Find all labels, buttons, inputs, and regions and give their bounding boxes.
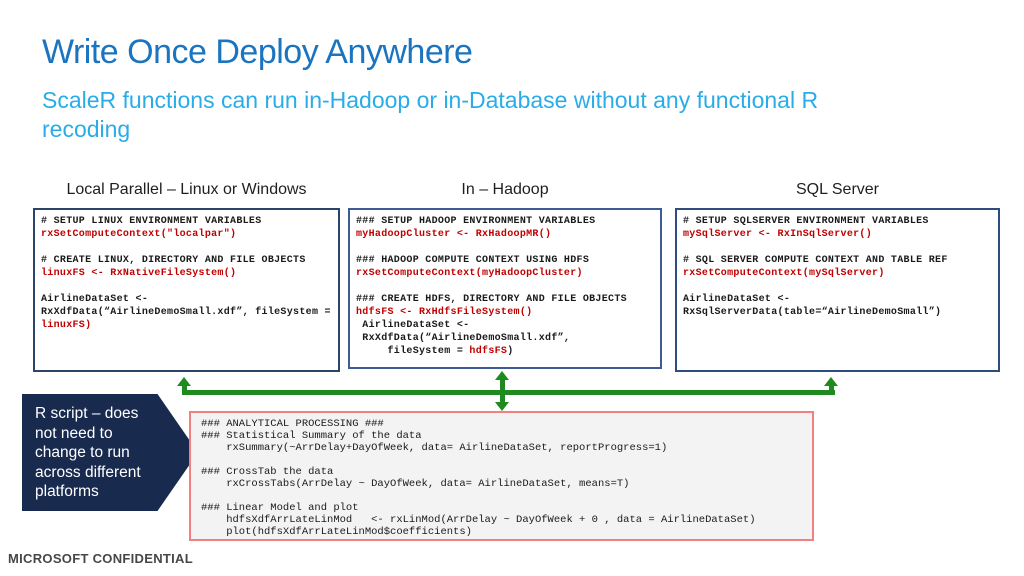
arrow-up-hadoop-icon [495,371,509,380]
code-line: rxCrossTabs(ArrDelay ~ DayOfWeek, data= … [201,478,630,490]
subtitle-line-2: recoding [42,116,131,142]
code-line: ### CREATE HDFS, DIRECTORY AND FILE OBJE… [356,294,627,305]
panel-label-sql-server: SQL Server [796,181,879,198]
page-title: Write Once Deploy Anywhere [42,33,473,71]
arrow-up-hadoop-shaft [500,379,505,391]
code-line [356,241,654,254]
code-panel-sql-server: # SETUP SQLSERVER ENVIRONMENT VARIABLES m… [675,208,1000,372]
code-panel-analytical-processing: ### ANALYTICAL PROCESSING ###### Statist… [189,411,814,541]
code-line: ### SETUP HADOOP ENVIRONMENT VARIABLES [356,216,596,227]
code-line: rxSetComputeContext("localpar") [41,229,237,240]
code-line: RxXdfData(“AirlineDemoSmall.xdf”, fileSy… [41,307,331,318]
code-line [201,490,802,502]
code-line: # SQL SERVER COMPUTE CONTEXT AND TABLE R… [683,255,948,266]
arrow-down-script-icon [495,402,509,411]
code-line: linuxFS) [41,320,92,331]
code-line: mySqlServer <- RxInSqlServer() [683,229,873,240]
code-line [41,241,332,254]
code-line: ### Statistical Summary of the data [201,430,422,442]
arrow-up-local-shaft [182,385,187,391]
arrow-up-sql-icon [824,377,838,386]
code-line: AirlineDataSet <- [356,320,470,331]
code-line: RxXdfData(“AirlineDemoSmall.xdf”, [356,333,571,344]
callout-text: R script – does not need to change to ru… [35,405,141,500]
code-line: RxSqlServerData(table=“AirlineDemoSmall”… [683,307,942,318]
code-line: hdfsFS <- RxHdfsFileSystem() [356,307,533,318]
code-line: myHadoopCluster <- RxHadoopMR() [356,229,552,240]
subtitle-line-1: ScaleR functions can run in-Hadoop or in… [42,87,819,113]
code-line: ### ANALYTICAL PROCESSING ### [201,418,384,430]
code-line: # SETUP LINUX ENVIRONMENT VARIABLES [41,216,262,227]
code-panel-in-hadoop: ### SETUP HADOOP ENVIRONMENT VARIABLES my… [348,208,662,369]
code-line: AirlineDataSet <- [41,294,149,305]
code-line: linuxFS <- RxNativeFileSystem() [41,268,237,279]
code-line: rxSetComputeContext(myHadoopCluster) [356,268,583,279]
code-line: fileSystem = hdfsFS) [356,346,514,357]
panel-label-local-parallel: Local Parallel – Linux or Windows [66,181,307,198]
code-line: ### CrossTab the data [201,466,334,478]
code-line [201,454,802,466]
arrow-up-local-icon [177,377,191,386]
slide-subtitle: ScaleR functions can run in-Hadoop or in… [42,86,818,144]
code-line: ### HADOOP COMPUTE CONTEXT USING HDFS [356,255,590,266]
footer-confidential-label: MICROSOFT CONFIDENTIAL [8,551,193,566]
code-line: AirlineDataSet <- [683,294,791,305]
code-line [683,280,992,293]
panel-label-in-hadoop: In – Hadoop [461,181,549,198]
code-line [41,280,332,293]
code-line: rxSummary(~ArrDelay+DayOfWeek, data= Air… [201,442,668,454]
green-connector-bar [182,390,835,395]
code-line: # SETUP SQLSERVER ENVIRONMENT VARIABLES [683,216,929,227]
code-line: # CREATE LINUX, DIRECTORY AND FILE OBJEC… [41,255,306,266]
code-line [683,241,992,254]
code-line [356,280,654,293]
code-line: plot(hdfsXdfArrLateLinMod$coefficients) [201,526,472,538]
callout-r-script-chevron: R script – does not need to change to ru… [22,394,198,511]
arrow-down-script-shaft [500,394,505,402]
code-panel-local-parallel: # SETUP LINUX ENVIRONMENT VARIABLES rxSet… [33,208,340,372]
code-line: hdfsXdfArrLateLinMod <- rxLinMod(ArrDela… [201,514,756,526]
arrow-up-sql-shaft [829,385,834,391]
code-line: rxSetComputeContext(mySqlServer) [683,268,885,279]
code-line: ### Linear Model and plot [201,502,359,514]
